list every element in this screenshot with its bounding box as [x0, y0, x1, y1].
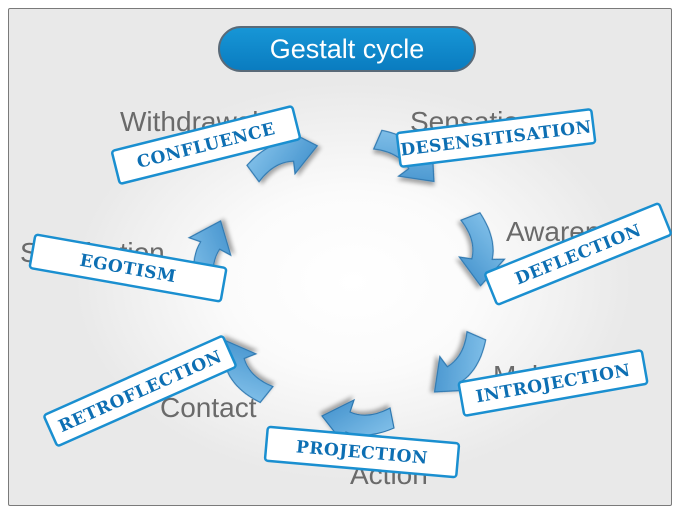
- tag-projection: PROJECTION: [263, 425, 461, 479]
- tag-desensitisation: DESENSITISATION: [395, 108, 597, 168]
- tag-confluence: CONFLUENCE: [111, 105, 301, 185]
- tag-retroflection: RETROFLECTION: [43, 335, 237, 447]
- tag-introjection: INTROJECTION: [457, 349, 649, 417]
- diagram-title: Gestalt cycle: [218, 26, 476, 72]
- tag-deflection: DEFLECTION: [484, 202, 672, 306]
- tag-retroflection-label: RETROFLECTION: [56, 347, 226, 437]
- tag-egotism: EGOTISM: [28, 233, 228, 303]
- stage-label-contact: Contact: [160, 392, 257, 423]
